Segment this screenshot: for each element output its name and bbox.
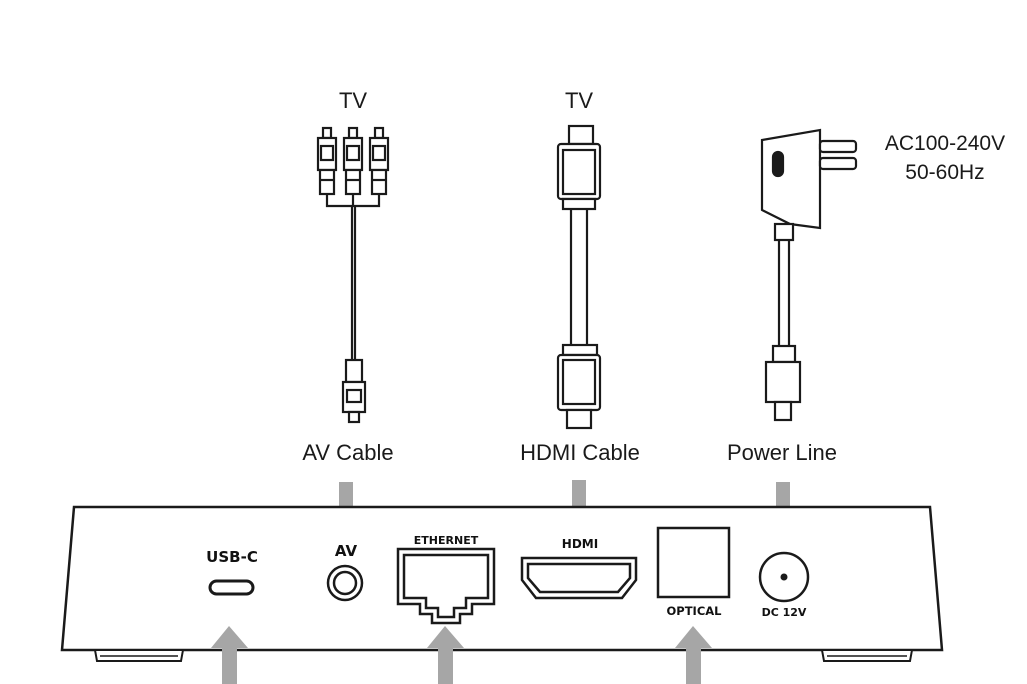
power-line-label: Power Line	[727, 440, 837, 465]
dc-port-label: DC 12V	[762, 606, 807, 619]
ethernet-port	[396, 547, 496, 625]
ac-frequency-label: 50-60Hz	[905, 161, 984, 184]
power-line-wire	[777, 240, 791, 348]
power-plug-icon	[760, 128, 858, 242]
dc-barrel-plug-icon	[764, 344, 802, 422]
tv-label-hdmi: TV	[565, 88, 593, 113]
arrow-up-icon	[675, 626, 712, 684]
hdmi-cable-label: HDMI Cable	[520, 440, 640, 465]
device-back-panel	[60, 505, 944, 662]
ac-voltage-label: AC100-240V	[885, 132, 1005, 155]
av-port	[326, 564, 364, 602]
dc-power-port	[758, 551, 810, 603]
av-cable-label: AV Cable	[302, 440, 393, 465]
av-cable-wire	[325, 194, 381, 362]
arrow-up-icon	[211, 626, 248, 684]
rca-plug-icon	[341, 358, 367, 424]
hdmi-cable-wire	[569, 209, 589, 345]
rca-plug-icon	[316, 126, 390, 196]
hdmi-port-label: HDMI	[562, 537, 598, 551]
usb-c-port	[208, 579, 255, 596]
usb-c-port-label: USB-C	[206, 548, 258, 566]
hdmi-plug-icon	[556, 343, 602, 430]
hdmi-plug-icon	[556, 124, 602, 211]
ethernet-port-label: ETHERNET	[414, 534, 479, 547]
optical-port	[656, 526, 731, 599]
arrow-up-icon	[427, 626, 464, 684]
tv-label-av: TV	[339, 88, 367, 113]
hdmi-port	[520, 556, 638, 600]
optical-port-label: OPTICAL	[667, 604, 723, 618]
av-port-label: AV	[335, 542, 358, 560]
